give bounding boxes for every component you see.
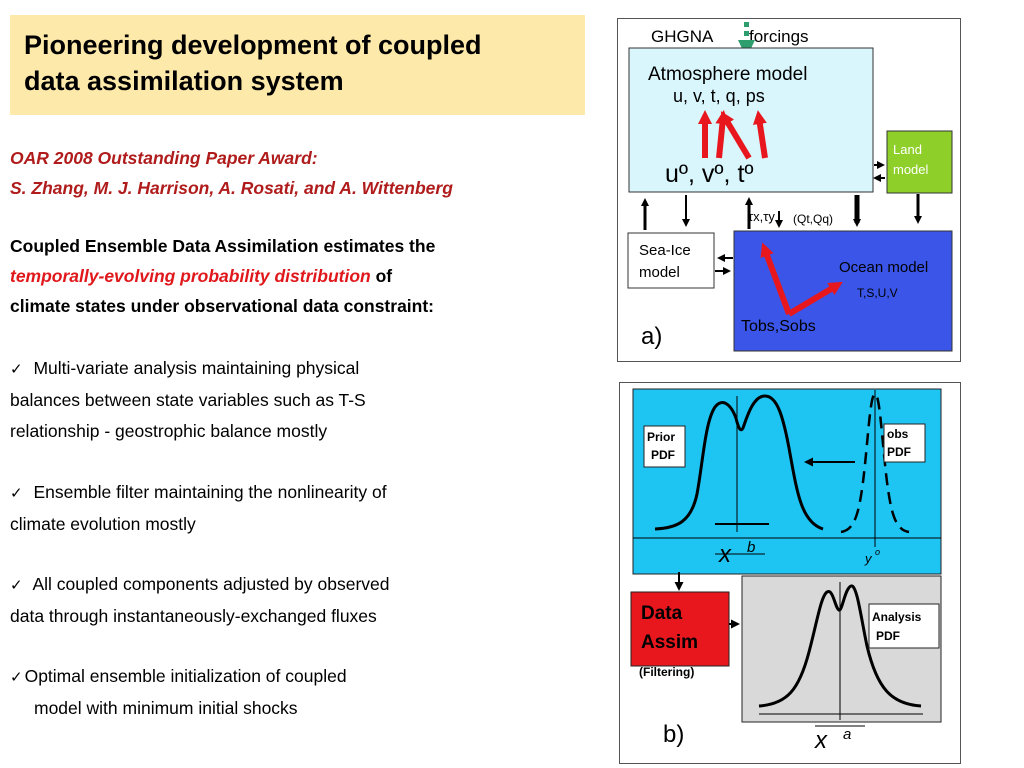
bullet-1-line-2: balances between state variables such as… — [10, 390, 366, 410]
land-label-1: Land — [893, 142, 922, 157]
assim-arrow-icon — [720, 111, 752, 160]
bullet-2-line-1: Ensemble filter maintaining the nonlinea… — [33, 482, 387, 502]
check-icon: ✓ — [10, 669, 23, 686]
analysis-label-2: PDF — [876, 629, 900, 643]
bullet-2: ✓ Ensemble filter maintaining the nonlin… — [10, 477, 600, 540]
sea-ice-model-box — [627, 232, 715, 289]
xa-symbol: x — [814, 727, 828, 754]
sea-ice-label-2: model — [639, 264, 680, 281]
title-line-2: data assimilation system — [24, 66, 344, 96]
data-assim-label-3: (Filtering) — [639, 665, 694, 679]
prior-label-box — [643, 425, 686, 468]
xb-sup: b — [747, 539, 755, 556]
sea-ice-label-1: Sea-Ice — [639, 242, 691, 259]
flux-q-label: (Qt,Qq) — [793, 212, 833, 226]
forcing-dot-icon — [744, 31, 749, 36]
intro-of: of — [370, 266, 393, 286]
coupled-model-diagram: GHGNA forcings Atmosphere model u, v, t,… — [617, 18, 961, 362]
ocean-vars: T,S,U,V — [857, 286, 898, 300]
bullet-3-line-1: All coupled components adjusted by obser… — [32, 574, 390, 594]
forcing-dot-icon — [744, 22, 749, 27]
assim-arrow-icon — [715, 110, 730, 159]
prior-label-2: PDF — [651, 448, 675, 462]
bullet-3: ✓ All coupled components adjusted by obs… — [10, 569, 600, 632]
analysis-pdf-curve — [758, 584, 922, 708]
prior-pdf-region — [632, 388, 942, 575]
land-label-2: model — [893, 162, 929, 177]
award-block: OAR 2008 Outstanding Paper Award: S. Zha… — [10, 143, 600, 203]
check-icon: ✓ — [10, 577, 23, 594]
ocean-assim-arrow-icon — [787, 281, 843, 317]
panel-a-label: a) — [641, 323, 662, 350]
intro-line-3: climate states under observational data … — [10, 296, 435, 316]
obs-pdf-curve — [840, 392, 910, 534]
data-assim-box — [630, 591, 730, 667]
bullet-2-line-2: climate evolution mostly — [10, 514, 196, 534]
flux-tau-label: τx,τy — [748, 209, 775, 224]
land-model-box — [886, 130, 953, 194]
award-line-1: OAR 2008 Outstanding Paper Award: — [10, 148, 318, 168]
bullet-4-line-2: model with minimum initial shocks — [34, 698, 298, 718]
obs-label-2: PDF — [887, 445, 911, 459]
title-line-1: Pioneering development of coupled — [24, 30, 482, 60]
ghgna-label: GHGNA — [651, 27, 714, 46]
data-assim-label-1: Data — [641, 603, 683, 624]
bullet-4: ✓Optimal ensemble initialization of coup… — [10, 661, 600, 724]
bullet-1: ✓ Multi-variate analysis maintaining phy… — [10, 353, 600, 447]
check-icon: ✓ — [10, 361, 23, 378]
title-box: Pioneering development of coupled data a… — [10, 15, 585, 115]
check-icon: ✓ — [10, 485, 23, 502]
atmosphere-title: Atmosphere model — [648, 64, 807, 85]
bullet-3-line-2: data through instantaneously-exchanged f… — [10, 606, 377, 626]
obs-vars: uº, vº, tº — [665, 160, 754, 188]
ocean-title: Ocean model — [839, 259, 928, 276]
award-authors: S. Zhang, M. J. Harrison, A. Rosati, and… — [10, 178, 453, 198]
forcings-label: forcings — [749, 27, 809, 46]
atmosphere-vars: u, v, t, q, ps — [673, 86, 765, 106]
assim-arrow-icon — [752, 110, 768, 159]
intro-emphasis: temporally-evolving probability distribu… — [10, 266, 371, 286]
xa-sup: a — [843, 726, 851, 743]
analysis-pdf-region — [741, 575, 942, 723]
prior-label-1: Prior — [647, 430, 675, 444]
yo-symbol: y — [864, 551, 873, 566]
bullet-4-line-1: Optimal ensemble initialization of coupl… — [24, 666, 347, 686]
panel-b-label: b) — [663, 721, 684, 748]
bullet-1-line-3: relationship - geostrophic balance mostl… — [10, 421, 328, 441]
intro-paragraph: Coupled Ensemble Data Assimilation estim… — [10, 231, 600, 321]
intro-line-1: Coupled Ensemble Data Assimilation estim… — [10, 236, 436, 256]
yo-sup: o — [875, 547, 880, 557]
obs-label-1: obs — [887, 427, 909, 441]
ocean-assim-arrow-icon — [760, 242, 792, 316]
ocean-obs: Tobs,Sobs — [741, 318, 816, 335]
atmosphere-box — [628, 47, 874, 193]
analysis-label-1: Analysis — [872, 610, 922, 624]
obs-label-box — [883, 423, 926, 463]
data-assimilation-diagram: Prior PDF obs PDF x b y o Data Assim (Fi… — [619, 382, 961, 764]
prior-pdf-curve — [654, 394, 824, 531]
analysis-label-box — [868, 603, 940, 649]
intro-line-2: temporally-evolving probability distribu… — [10, 261, 600, 291]
bullet-1-line-1: Multi-variate analysis maintaining physi… — [33, 358, 360, 378]
data-assim-label-2: Assim — [641, 632, 698, 653]
